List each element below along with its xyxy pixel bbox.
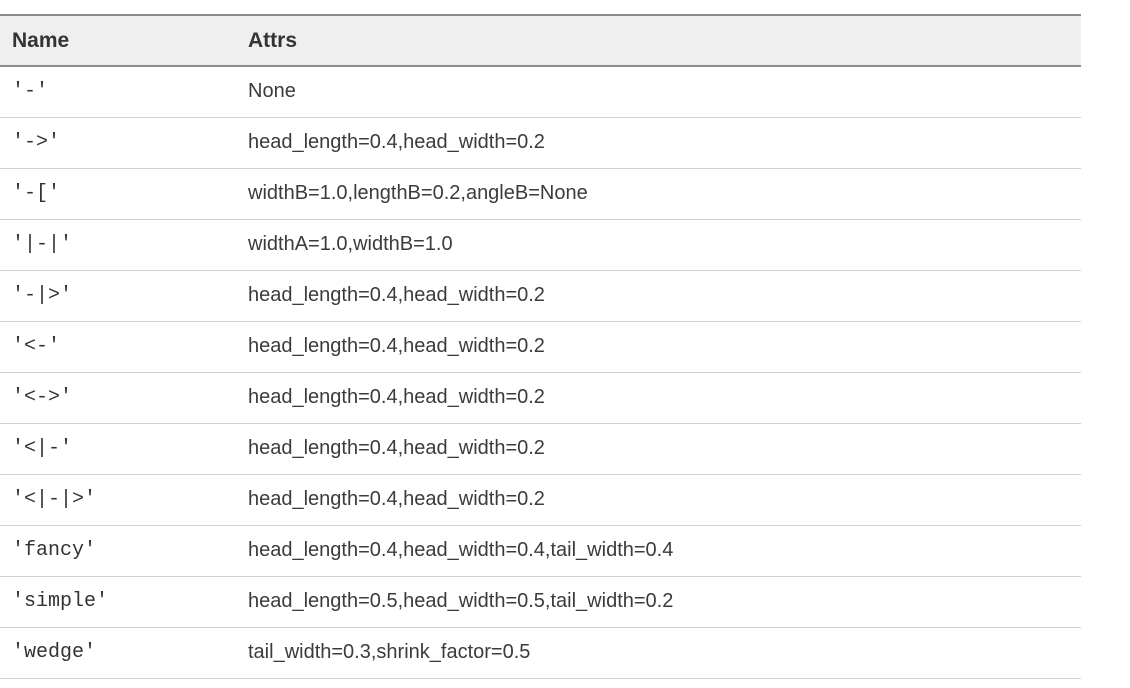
table-header-row: Name Attrs — [0, 14, 1081, 67]
column-header-name: Name — [0, 14, 236, 67]
table-row: 'wedge'tail_width=0.3,shrink_factor=0.5 — [0, 627, 1081, 679]
table-row: '-'None — [0, 66, 1081, 118]
arrowstyle-name: 'fancy' — [0, 525, 236, 577]
table-row: '<|-|>'head_length=0.4,head_width=0.2 — [0, 474, 1081, 526]
arrowstyle-attrs: head_length=0.4,head_width=0.2 — [236, 423, 1081, 475]
table-row: 'fancy'head_length=0.4,head_width=0.4,ta… — [0, 525, 1081, 577]
arrowstyle-attrs: head_length=0.4,head_width=0.2 — [236, 270, 1081, 322]
arrowstyle-name: '|-|' — [0, 219, 236, 271]
table-row: '-['widthB=1.0,lengthB=0.2,angleB=None — [0, 168, 1081, 220]
column-header-attrs: Attrs — [236, 14, 1081, 67]
table-row: '->'head_length=0.4,head_width=0.2 — [0, 117, 1081, 169]
arrowstyle-attrs: tail_width=0.3,shrink_factor=0.5 — [236, 627, 1081, 679]
arrowstyle-attrs: head_length=0.4,head_width=0.2 — [236, 372, 1081, 424]
table-row: 'simple'head_length=0.5,head_width=0.5,t… — [0, 576, 1081, 628]
table-row: '|-|'widthA=1.0,widthB=1.0 — [0, 219, 1081, 271]
arrowstyle-name: '<->' — [0, 372, 236, 424]
arrowstyle-attrs: widthB=1.0,lengthB=0.2,angleB=None — [236, 168, 1081, 220]
arrowstyle-attrs: head_length=0.5,head_width=0.5,tail_widt… — [236, 576, 1081, 628]
table-row: '<|-'head_length=0.4,head_width=0.2 — [0, 423, 1081, 475]
arrowstyle-name: 'wedge' — [0, 627, 236, 679]
arrowstyle-name: '-|>' — [0, 270, 236, 322]
arrowstyle-attrs: None — [236, 66, 1081, 118]
arrowstyle-name: '->' — [0, 117, 236, 169]
arrowstyle-attrs: head_length=0.4,head_width=0.2 — [236, 474, 1081, 526]
table-row: '-|>'head_length=0.4,head_width=0.2 — [0, 270, 1081, 322]
arrowstyle-name: '-' — [0, 66, 236, 118]
arrowstyle-name: 'simple' — [0, 576, 236, 628]
arrowstyle-attrs: head_length=0.4,head_width=0.2 — [236, 321, 1081, 373]
arrowstyle-name: '-[' — [0, 168, 236, 220]
arrowstyle-name: '<|-' — [0, 423, 236, 475]
arrowstyle-name: '<-' — [0, 321, 236, 373]
table-row: '<->'head_length=0.4,head_width=0.2 — [0, 372, 1081, 424]
arrowstyle-name: '<|-|>' — [0, 474, 236, 526]
arrowstyle-attrs: head_length=0.4,head_width=0.2 — [236, 117, 1081, 169]
arrowstyle-table: Name Attrs '-'None'->'head_length=0.4,he… — [0, 14, 1081, 679]
arrowstyle-attrs: head_length=0.4,head_width=0.4,tail_widt… — [236, 525, 1081, 577]
table-row: '<-'head_length=0.4,head_width=0.2 — [0, 321, 1081, 373]
arrowstyle-attrs: widthA=1.0,widthB=1.0 — [236, 219, 1081, 271]
